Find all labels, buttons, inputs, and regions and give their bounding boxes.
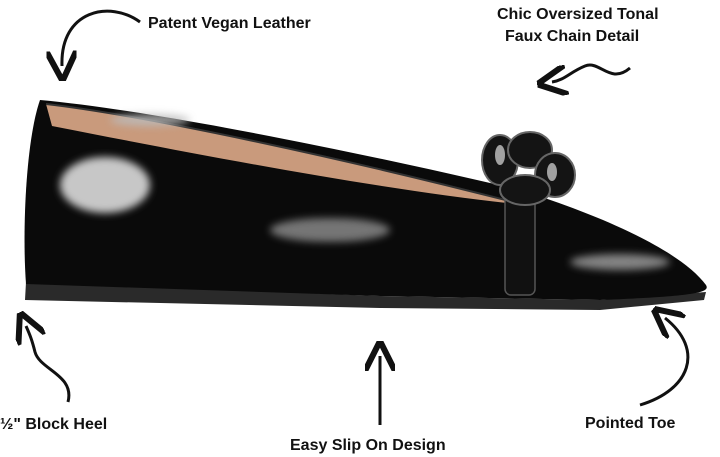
curly-arrow-icon <box>639 318 690 407</box>
label-chain-detail-line1: Chic Oversized Tonal <box>497 6 659 23</box>
label-easy-slip-on: Easy Slip On Design <box>290 437 446 454</box>
label-pointed-toe: Pointed Toe <box>585 415 676 432</box>
curly-arrow-icon <box>62 9 141 66</box>
curly-arrow-icon <box>552 63 631 82</box>
label-block-heel: ½" Block Heel <box>0 416 108 433</box>
lining <box>46 104 525 205</box>
shoe <box>24 100 707 310</box>
curly-arrow-icon <box>26 326 71 403</box>
chain-detail <box>481 131 576 296</box>
label-patent-vegan-leather: Patent Vegan Leather <box>148 15 311 32</box>
label-chain-detail-line2: Faux Chain Detail <box>505 28 640 45</box>
